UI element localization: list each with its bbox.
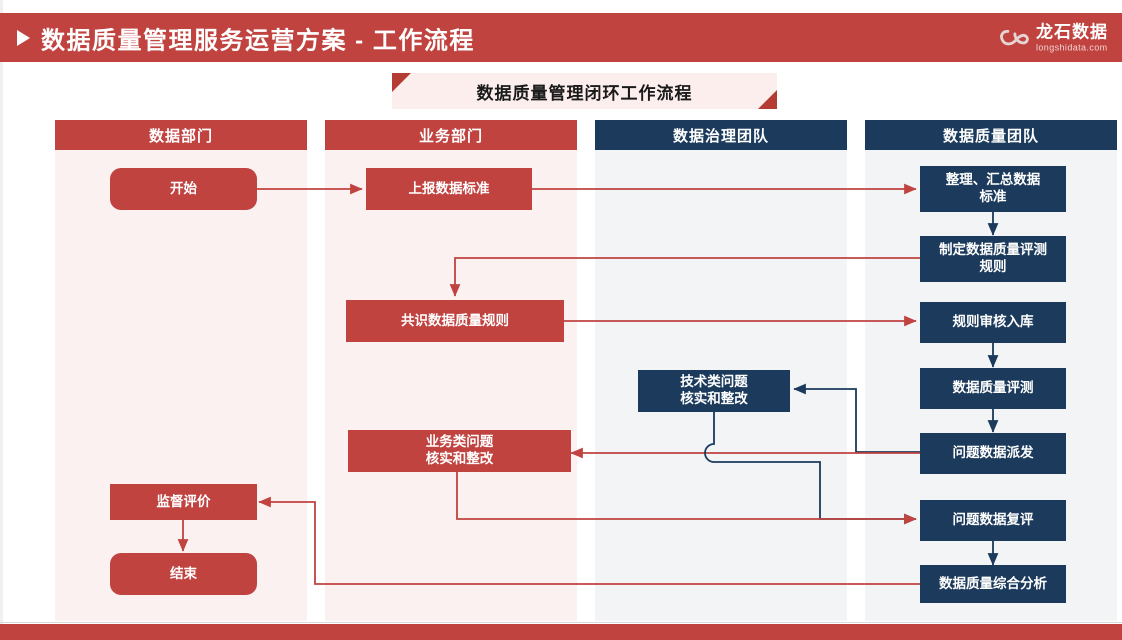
node-collect-standard[interactable]: 整理、汇总数据 标准 (920, 166, 1066, 212)
banner-corner-bottom-right-icon (758, 90, 777, 109)
logo-text-en: longshidata.com (1036, 42, 1108, 52)
node-rule-audit[interactable]: 规则审核入库 (920, 302, 1066, 343)
footer-hairline (0, 622, 1122, 623)
node-final-analysis[interactable]: 数据质量综合分析 (920, 565, 1066, 603)
longshi-infinity-logo-icon (1000, 29, 1029, 46)
node-supervise[interactable]: 监督评价 (110, 484, 257, 520)
node-quality-eval[interactable]: 数据质量评测 (920, 368, 1066, 409)
header-bar: 数据质量管理服务运营方案 - 工作流程 龙石数据 longshidata.com (0, 13, 1122, 62)
lane-body-business-dept (325, 150, 577, 621)
footer-bar (0, 624, 1122, 640)
node-issue-dispatch[interactable]: 问题数据派发 (920, 433, 1066, 474)
logo-text-cn: 龙石数据 (1036, 22, 1108, 41)
page-title: 数据质量管理服务运营方案 - 工作流程 (41, 27, 475, 54)
left-edge-strip (0, 0, 3, 640)
lane-header-governance-team[interactable]: 数据治理团队 (595, 120, 847, 150)
play-triangle-icon (17, 29, 30, 46)
node-make-rule[interactable]: 制定数据质量评测 规则 (920, 236, 1066, 282)
node-issue-recheck[interactable]: 问题数据复评 (920, 500, 1066, 541)
node-business-issue[interactable]: 业务类问题 核实和整改 (348, 430, 571, 472)
diagram-banner: 数据质量管理闭环工作流程 (392, 73, 777, 109)
node-technical-issue[interactable]: 技术类问题 核实和整改 (638, 370, 790, 412)
node-start[interactable]: 开始 (110, 168, 257, 210)
lane-header-data-dept[interactable]: 数据部门 (55, 120, 307, 150)
banner-title: 数据质量管理闭环工作流程 (476, 83, 693, 103)
node-end[interactable]: 结束 (110, 553, 257, 595)
brand-logo: 龙石数据 longshidata.com (999, 23, 1108, 52)
lane-header-quality-team[interactable]: 数据质量团队 (865, 120, 1117, 150)
node-consensus-rule[interactable]: 共识数据质量规则 (346, 300, 564, 342)
lane-header-business-dept[interactable]: 业务部门 (325, 120, 577, 150)
lane-body-data-dept (55, 150, 307, 621)
node-report-standard[interactable]: 上报数据标准 (366, 168, 532, 210)
banner-corner-top-left-icon (392, 73, 411, 92)
